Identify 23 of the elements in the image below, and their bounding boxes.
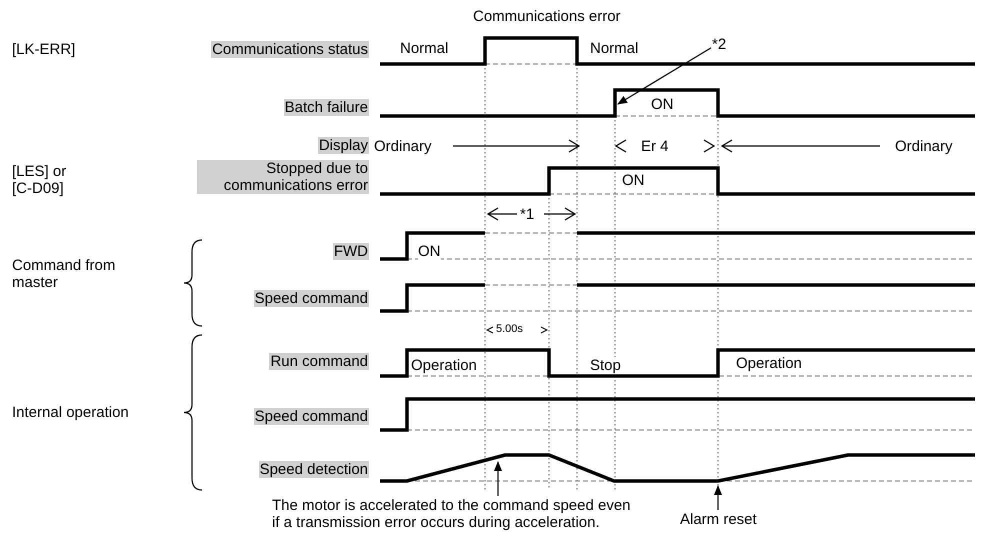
signal-name-label: Speed command (254, 290, 369, 307)
callout-mark: *2 (712, 36, 726, 53)
state-label: Ordinary (374, 138, 432, 155)
leader-arrow (617, 47, 712, 105)
state-label: Ordinary (895, 138, 953, 155)
signal-name-label: Batch failure (284, 99, 369, 116)
signal-name-label: Stopped due to communications error (197, 160, 369, 194)
signal-name-label: FWD (332, 243, 369, 260)
group-label: Internal operation (12, 404, 129, 421)
note-text: The motor is accelerated to the command speed even if a transmission error occurs during acceleration. (272, 497, 632, 531)
leader-arrow (494, 461, 502, 496)
event-label: Alarm reset (680, 511, 757, 528)
signal-name-label: Display (318, 137, 369, 154)
state-label: ON (418, 243, 440, 260)
signal-name-label: Run command (269, 353, 369, 370)
signal-name-label: Communications status (211, 41, 369, 58)
state-label: Operation (736, 355, 802, 372)
signal-code: [LK-ERR] (12, 41, 76, 58)
state-label: Stop (590, 357, 621, 374)
state-label: Operation (411, 357, 477, 374)
leader-arrow (714, 485, 722, 510)
signal-name-label: Speed command (254, 408, 369, 425)
signal-name-label: Speed detection (258, 461, 369, 478)
